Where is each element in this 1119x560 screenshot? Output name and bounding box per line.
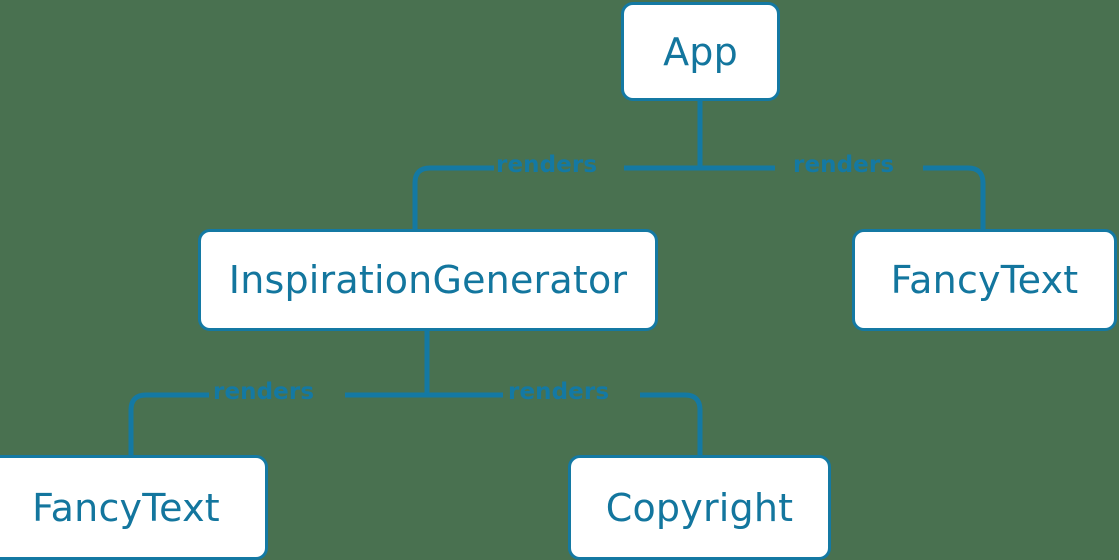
connector-inspgen-to-copyright-outer	[640, 392, 703, 456]
node-copyright[interactable]: Copyright	[568, 455, 831, 560]
node-fancytext-right-label: FancyText	[890, 258, 1079, 302]
node-inspiration-generator-label: InspirationGenerator	[228, 258, 628, 302]
node-app[interactable]: App	[621, 2, 780, 101]
connector-app-to-fancy-outer	[923, 165, 986, 229]
node-fancytext-left[interactable]: FancyText	[0, 455, 268, 560]
node-app-label: App	[663, 29, 738, 74]
node-inspiration-generator[interactable]: InspirationGenerator	[198, 229, 658, 331]
edge-label-inspiration-generator-to-fancytext: renders	[213, 379, 315, 405]
connector-app-to-inspgen-outer	[412, 165, 494, 229]
edge-label-app-to-fancytext: renders	[793, 152, 895, 178]
connector-inspgen-to-fancyleft-outer	[128, 392, 209, 456]
edge-label-app-to-inspiration-generator: renders	[496, 152, 598, 178]
node-copyright-label: Copyright	[605, 485, 794, 530]
edge-label-inspiration-generator-to-copyright: renders	[508, 379, 610, 405]
node-fancytext-right[interactable]: FancyText	[852, 229, 1117, 331]
node-fancytext-left-label: FancyText	[32, 485, 220, 530]
